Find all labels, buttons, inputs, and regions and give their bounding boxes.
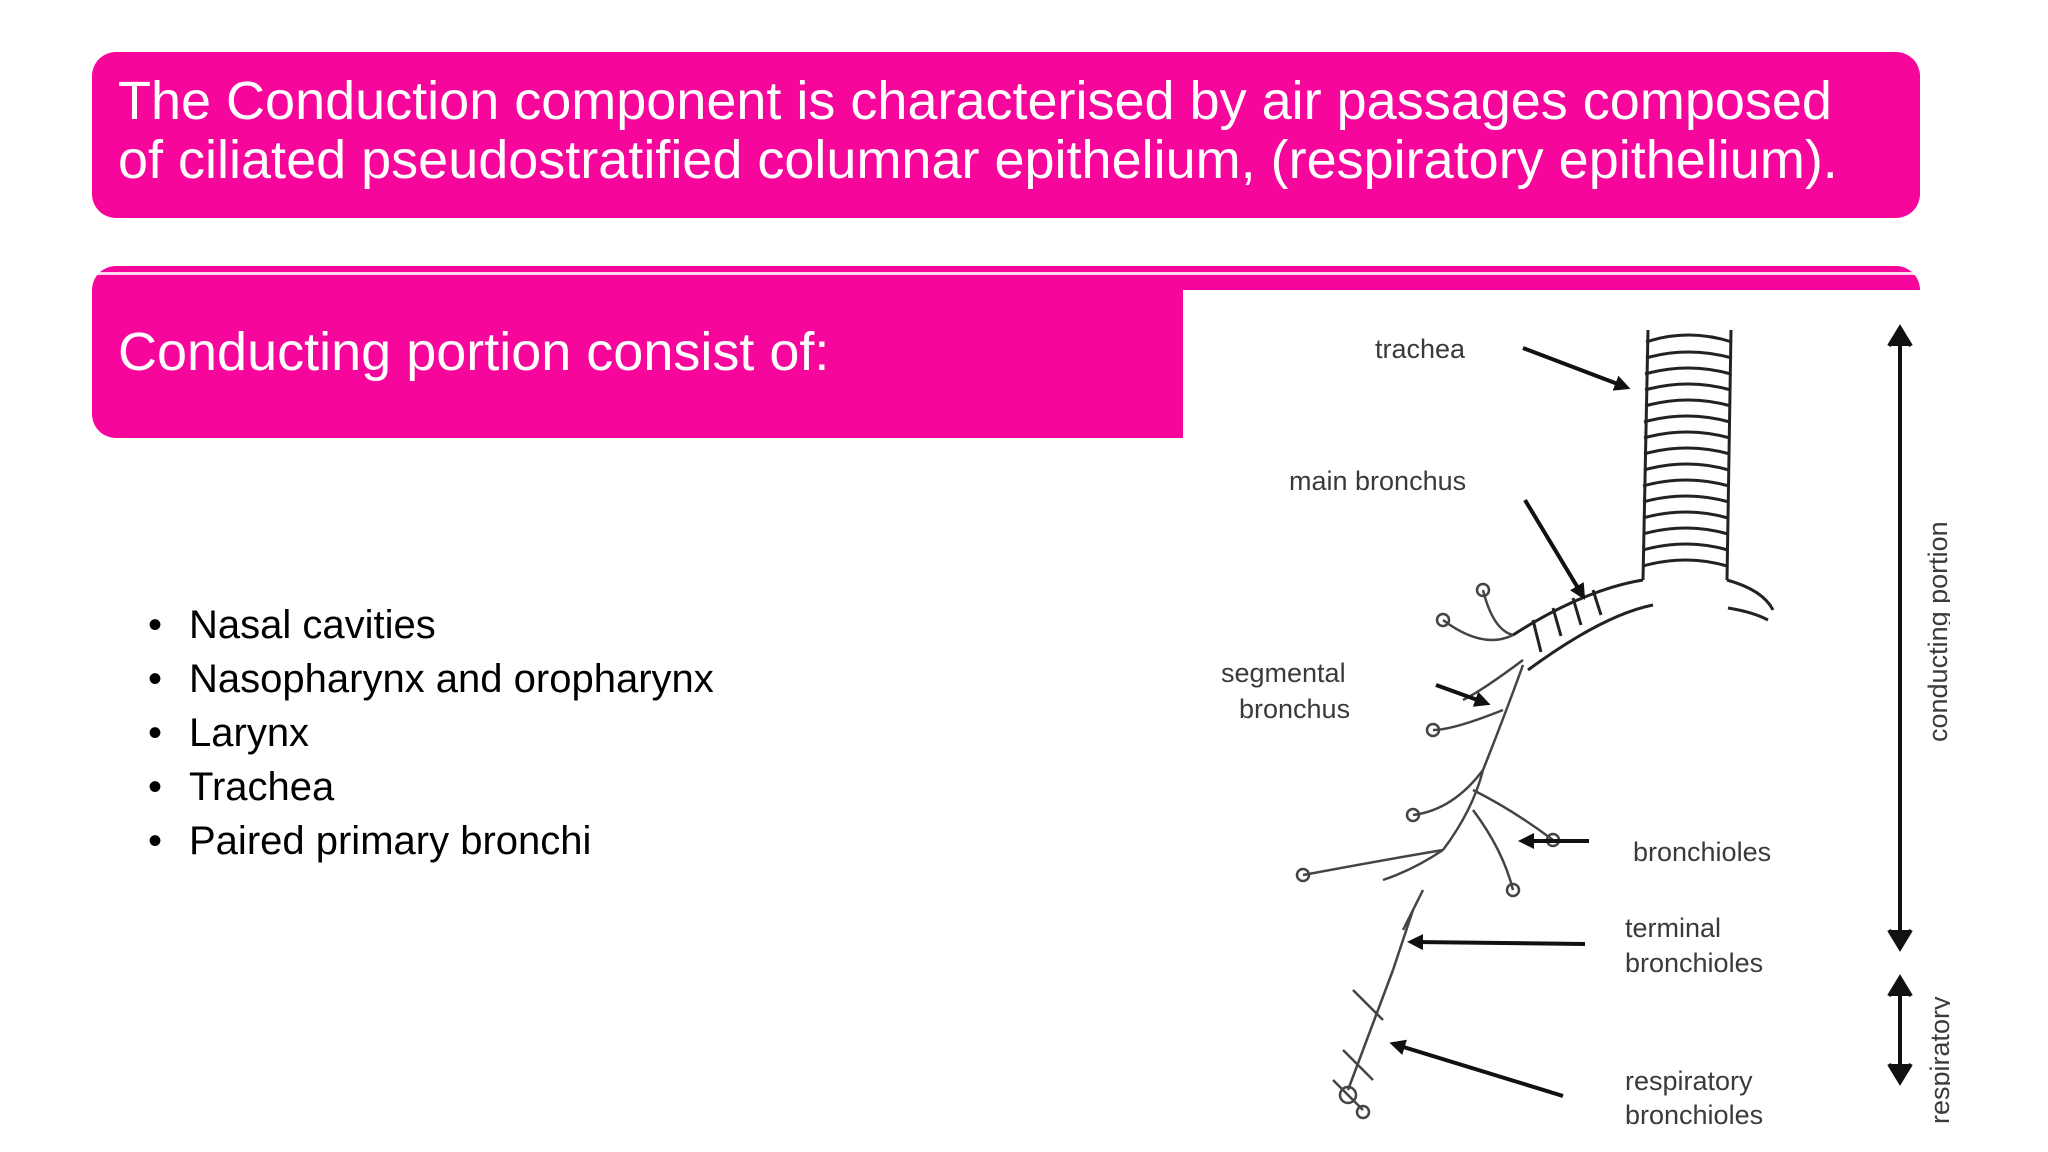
main-bronchus-arrow xyxy=(1525,500,1581,593)
airway-diagram: trachea main bronchus segmental bronchus… xyxy=(1183,290,1950,1152)
list-item: Nasal cavities xyxy=(146,598,714,652)
header-banner: The Conduction component is characterise… xyxy=(92,52,1920,218)
header-line-2: of ciliated pseudostratified columnar ep… xyxy=(118,131,1896,190)
section-banner-highlight xyxy=(92,272,1920,275)
label-respiratory-1: respiratory xyxy=(1625,1066,1753,1096)
list-item: Paired primary bronchi xyxy=(146,814,714,868)
list-item: Trachea xyxy=(146,760,714,814)
label-segmental-2: bronchus xyxy=(1239,694,1350,724)
header-line-1: The Conduction component is characterise… xyxy=(118,72,1896,131)
conducting-portion-list: Nasal cavities Nasopharynx and oropharyn… xyxy=(146,598,714,868)
pointer-arrows xyxy=(1397,348,1623,1096)
label-segmental-1: segmental xyxy=(1221,658,1346,688)
label-respiratory: respiratory xyxy=(1925,996,1950,1124)
trachea-shape xyxy=(1513,330,1773,670)
label-bronchioles: bronchioles xyxy=(1633,837,1771,867)
airway-diagram-svg: trachea main bronchus segmental bronchus… xyxy=(1183,290,1950,1152)
label-terminal-2: bronchioles xyxy=(1625,948,1763,978)
respiratory-bronchioles-arrow xyxy=(1397,1045,1563,1096)
label-main-bronchus: main bronchus xyxy=(1289,466,1466,496)
label-conducting-portion: conducting portion xyxy=(1923,521,1950,742)
terminal-bronchioles-arrow xyxy=(1415,942,1585,944)
label-terminal-1: terminal xyxy=(1625,913,1721,943)
label-trachea: trachea xyxy=(1375,334,1466,364)
list-item: Nasopharynx and oropharynx xyxy=(146,652,714,706)
label-respiratory-2: bronchioles xyxy=(1625,1100,1763,1130)
trachea-arrow xyxy=(1523,348,1623,386)
region-arrows xyxy=(1889,328,1911,1082)
section-title: Conducting portion consist of: xyxy=(118,322,829,382)
list-item: Larynx xyxy=(146,706,714,760)
